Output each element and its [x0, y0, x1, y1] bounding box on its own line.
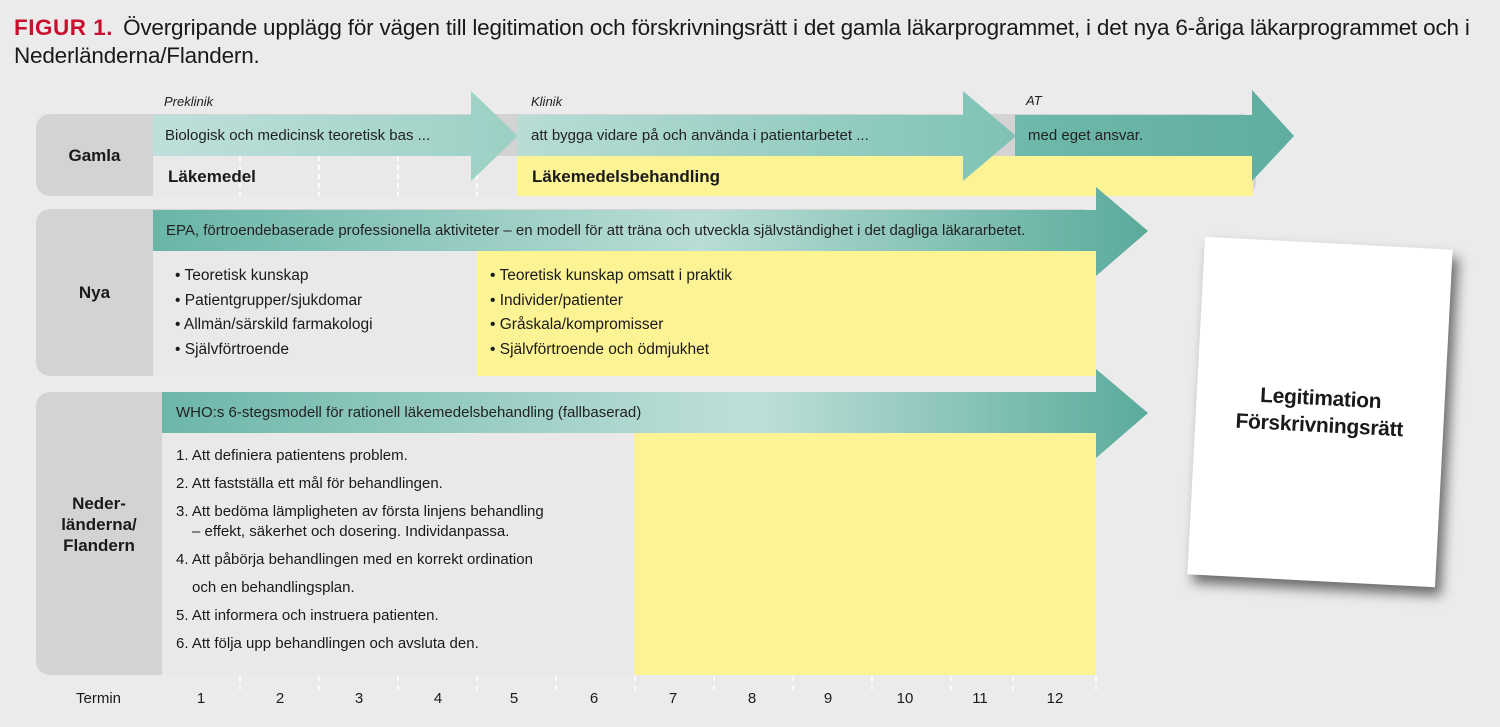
ned-yellow: [634, 432, 1096, 675]
gamla-yellow: [517, 156, 1253, 196]
list-item: 6. Att följa upp behandlingen och avslut…: [176, 635, 479, 652]
termin-number: 9: [823, 690, 833, 707]
termin-number: 7: [668, 690, 678, 707]
figure-caption: Övergripande upplägg för vägen till legi…: [14, 15, 1470, 68]
legitimation-document: Legitimation Förskrivningsrätt: [1187, 236, 1453, 588]
gamla-arrow-preklinik: [153, 91, 518, 181]
list-item: • Självförtroende och ödmjukhet: [490, 340, 710, 358]
figure-title: FIGUR 1. Övergripande upplägg för vägen …: [14, 14, 1474, 70]
nya-arrow: [153, 187, 1148, 276]
termin-label: Termin: [76, 690, 122, 707]
termin-number: 3: [354, 690, 364, 707]
list-item: • Gråskala/kompromisser: [490, 316, 664, 333]
ned-steps: 1. Att definiera patientens problem. 2. …: [176, 446, 544, 662]
gamla-arrow3-text: med eget ansvar.: [1028, 127, 1144, 144]
termin-number: 5: [509, 690, 519, 707]
list-item: • Patientgrupper/sjukdomar: [175, 291, 363, 309]
list-item: • Allmän/särskild farmakologi: [175, 316, 373, 333]
termin-number: 11: [972, 690, 988, 707]
nya-list-right: • Teoretisk kunskap omsatt i praktik • I…: [490, 264, 732, 362]
ned-inner: [162, 432, 634, 675]
gamla-arrow2-text: att bygga vidare på och använda i patien…: [531, 127, 869, 144]
gamla-inner: [153, 156, 517, 196]
ned-arrow: [162, 369, 1148, 458]
figure-label: FIGUR 1.: [14, 15, 114, 40]
list-item: 1. Att definiera patientens problem.: [176, 447, 408, 464]
row-label-nya: Nya: [78, 283, 111, 302]
row-label-ned: Neder- länderna/ Flandern: [61, 494, 137, 555]
termin-number: 1: [196, 690, 206, 707]
termin-number: 8: [747, 690, 757, 707]
nya-arrow-text: EPA, förtroendebaserade professionella a…: [166, 222, 1026, 239]
termin-number: 12: [1046, 690, 1064, 707]
gamla-arrow1-text: Biologisk och medicinsk teoretisk bas ..…: [165, 127, 431, 144]
list-item: • Individer/patienter: [490, 291, 623, 309]
gamla-bold-lakemedel: Läkemedel: [168, 167, 256, 186]
termin-number: 6: [589, 690, 599, 707]
phase-at: AT: [1026, 93, 1042, 108]
list-item: • Teoretisk kunskap omsatt i praktik: [490, 267, 733, 284]
gamla-arrow-at: [1015, 90, 1294, 181]
list-item: 3. Att bedöma lämpligheten av första lin…: [176, 503, 544, 540]
termin-number: 2: [275, 690, 285, 707]
termin-number: 4: [433, 690, 443, 707]
ned-arrow-text: WHO:s 6-stegsmodell för rationell läkeme…: [176, 404, 642, 421]
list-item: • Teoretisk kunskap: [175, 267, 309, 284]
list-item: 4. Att påbörja behandlingen med en korre…: [176, 551, 533, 596]
phase-klinik: Klinik: [531, 94, 563, 109]
list-item: 2. Att fastställa ett mål för behandling…: [176, 475, 443, 492]
nya-inner: [153, 250, 477, 376]
list-item: 5. Att informera och instruera patienten…: [176, 607, 439, 624]
nya-yellow: [477, 250, 1096, 376]
row-label-gamla: Gamla: [68, 146, 121, 165]
gamla-arrow-klinik: [517, 91, 1016, 181]
gamla-bold-behandling: Läkemedelsbehandling: [532, 167, 720, 186]
phase-preklinik: Preklinik: [164, 94, 214, 109]
nya-list-left: • Teoretisk kunskap • Patientgrupper/sju…: [175, 264, 373, 362]
termin-number: 10: [896, 690, 914, 707]
list-item: • Självförtroende: [175, 340, 289, 358]
